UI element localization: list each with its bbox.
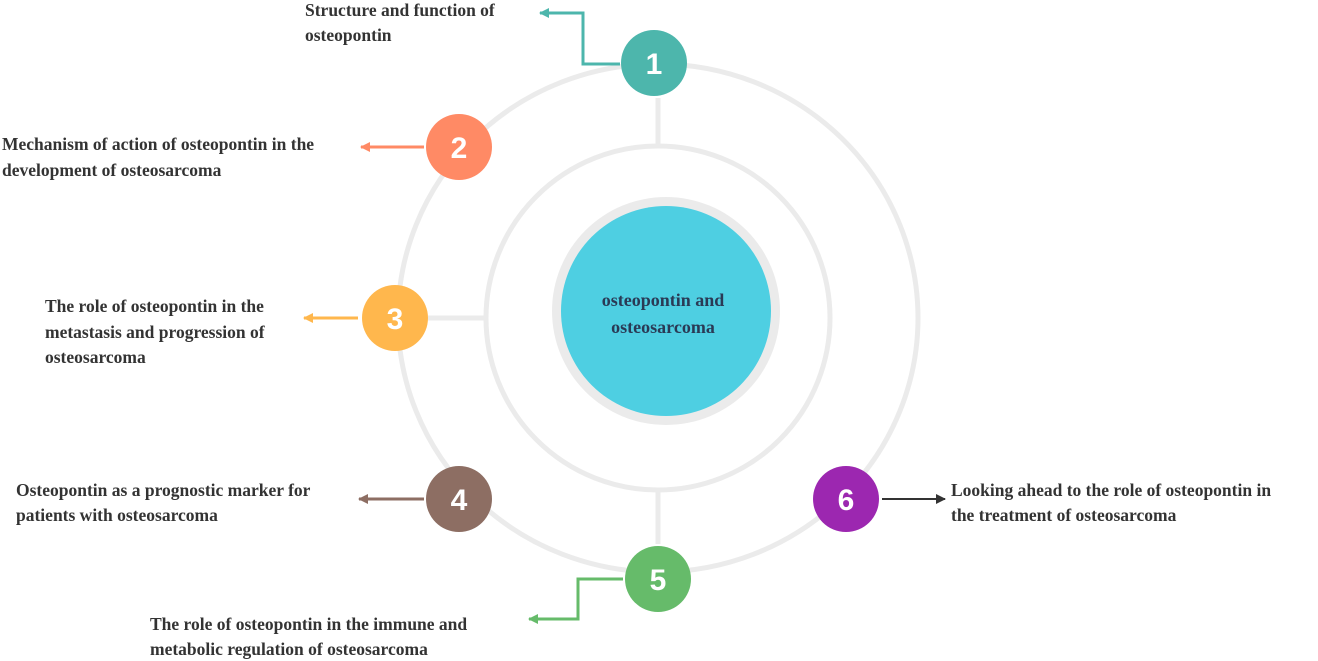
node-number-3: 3: [387, 303, 404, 336]
center-circle: [561, 206, 771, 416]
topic-nodes: 1 2 3 4 5 6: [362, 30, 879, 612]
topic-2-label: Mechanism of action of osteopontin in th…: [2, 134, 318, 180]
topic-5-line-1: The role of osteopontin in the immune an…: [150, 614, 467, 634]
topic-1-label: Structure and function of osteopontin: [305, 0, 499, 45]
topic-node-5: 5: [625, 546, 691, 612]
topic-5-label: The role of osteopontin in the immune an…: [150, 614, 472, 659]
topic-2-line-2: development of osteosarcoma: [2, 160, 222, 180]
topic-node-2: 2: [426, 114, 492, 180]
node-circle-6: [813, 466, 879, 532]
node-circle-4: [426, 466, 492, 532]
topic-6-line-2: the treatment of osteosarcoma: [951, 505, 1177, 525]
node-number-6: 6: [838, 484, 855, 517]
node-number-5: 5: [650, 564, 667, 597]
topic-6-line-1: Looking ahead to the role of osteopontin…: [951, 480, 1271, 500]
topic-1-line-2: osteopontin: [305, 25, 392, 45]
topic-5-line-2: metabolic regulation of osteosarcoma: [150, 639, 428, 659]
topic-4-line-2: patients with osteosarcoma: [16, 505, 218, 525]
arrow-1: [539, 8, 620, 66]
topic-2-line-1: Mechanism of action of osteopontin in th…: [2, 134, 314, 154]
topic-node-6: 6: [813, 466, 879, 532]
topic-4-label: Osteopontin as a prognostic marker for p…: [16, 480, 314, 525]
topic-3-line-1: The role of osteopontin in the: [45, 296, 264, 316]
topic-node-1: 1: [621, 30, 687, 96]
node-number-2: 2: [451, 132, 468, 165]
node-number-4: 4: [451, 484, 468, 517]
center-hub: osteopontin and osteosarcoma: [552, 197, 780, 425]
topic-4-line-1: Osteopontin as a prognostic marker for: [16, 480, 311, 500]
topic-labels: Structure and function of osteopontin Me…: [2, 0, 1275, 659]
node-circle-2: [426, 114, 492, 180]
node-circle-5: [625, 546, 691, 612]
center-title-line-2: osteosarcoma: [611, 317, 715, 337]
topic-3-line-2: metastasis and progression of: [45, 322, 265, 342]
arrows: [303, 8, 946, 624]
arrow-5: [528, 577, 623, 624]
topic-3-label: The role of osteopontin in the metastasi…: [45, 296, 269, 367]
center-title-line-1: osteopontin and: [602, 290, 725, 310]
topic-node-3: 3: [362, 285, 428, 351]
node-circle-3: [362, 285, 428, 351]
node-circle-1: [621, 30, 687, 96]
topic-3-line-3: osteosarcoma: [45, 347, 146, 367]
topic-node-4: 4: [426, 466, 492, 532]
topic-6-label: Looking ahead to the role of osteopontin…: [951, 480, 1275, 525]
node-number-1: 1: [646, 48, 663, 81]
topic-1-line-1: Structure and function of: [305, 0, 495, 20]
